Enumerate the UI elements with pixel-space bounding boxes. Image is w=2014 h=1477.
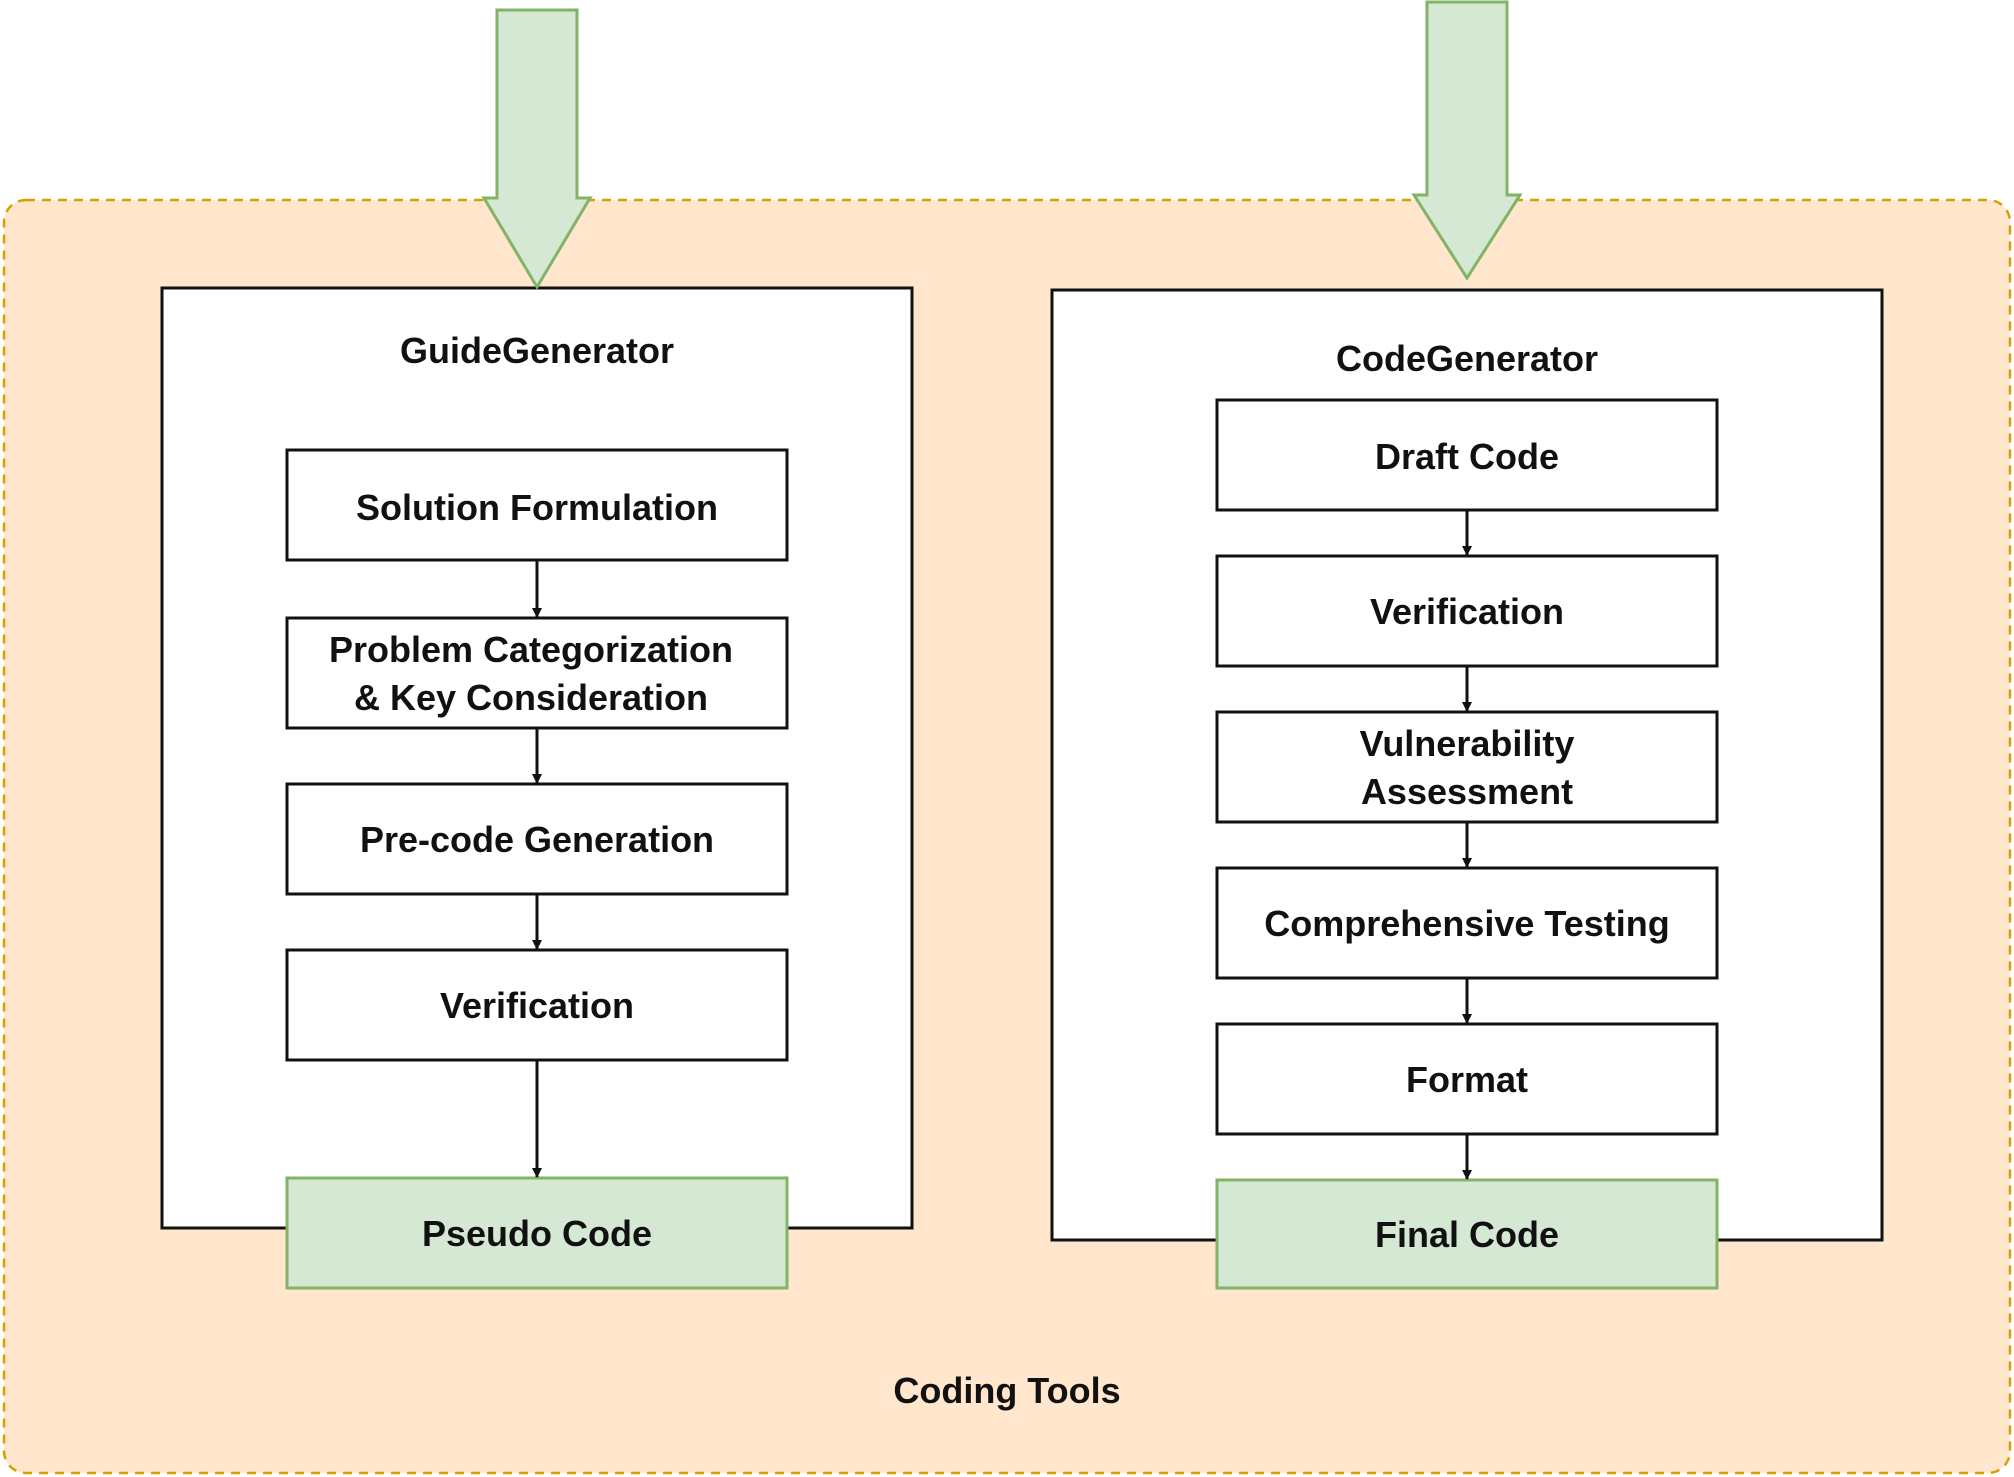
step-label: Verification <box>440 985 634 1026</box>
guide-step-pre-code-generation: Pre-code Generation <box>285 782 789 896</box>
code-step-verification: Verification <box>1215 554 1719 668</box>
step-label-line-2: Assessment <box>1361 771 1573 812</box>
container-label: Coding Tools <box>893 1370 1120 1411</box>
step-label-line-1: Problem Categorization <box>329 629 733 670</box>
step-label: Solution Formulation <box>356 487 718 528</box>
guide-step-problem-categorization: Problem Categorization & Key Considerati… <box>285 616 789 730</box>
step-label: Format <box>1406 1059 1528 1100</box>
step-label: Comprehensive Testing <box>1264 903 1669 944</box>
guide-generator-title: GuideGenerator <box>400 330 674 371</box>
guide-step-verification: Verification <box>285 948 789 1062</box>
code-step-comprehensive-testing: Comprehensive Testing <box>1215 866 1719 980</box>
step-label: Pre-code Generation <box>360 819 714 860</box>
pseudo-code-output: Pseudo Code <box>285 1176 789 1290</box>
code-input-arrow <box>1411 0 1523 281</box>
output-label: Final Code <box>1375 1214 1559 1255</box>
step-label-line-1: Vulnerability <box>1360 723 1575 764</box>
step-label: Draft Code <box>1375 436 1559 477</box>
step-label: Verification <box>1370 591 1564 632</box>
step-label-line-2: & Key Consideration <box>354 677 708 718</box>
code-step-draft-code: Draft Code <box>1215 398 1719 512</box>
code-step-format: Format <box>1215 1022 1719 1136</box>
code-step-vulnerability-assessment: Vulnerability Assessment <box>1215 710 1719 824</box>
final-code-output: Final Code <box>1215 1178 1719 1290</box>
code-generator-title: CodeGenerator <box>1336 338 1598 379</box>
output-label: Pseudo Code <box>422 1213 652 1254</box>
guide-step-solution-formulation: Solution Formulation <box>285 448 789 562</box>
guide-input-arrow <box>481 8 593 290</box>
